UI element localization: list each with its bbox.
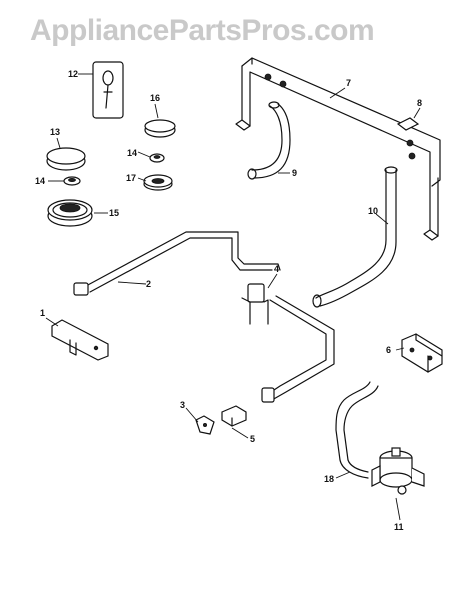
callout-12: 12 (68, 69, 78, 79)
part-1-plate[interactable] (51, 319, 109, 361)
part-7-bracket[interactable] (235, 57, 441, 241)
callout-10: 10 (368, 206, 378, 216)
part-9-tube[interactable] (247, 101, 291, 180)
part-13-burner-cap[interactable] (46, 147, 86, 171)
callout-17: 17 (126, 173, 136, 183)
watermark-text: AppliancePartsPros.com (30, 14, 374, 47)
part-14-ring-upper[interactable] (149, 153, 165, 163)
callout-14-lower: 14 (35, 176, 45, 186)
callout-8: 8 (417, 98, 422, 108)
part-17-burner-head[interactable] (143, 174, 173, 191)
callout-9: 9 (292, 168, 297, 178)
part-16-burner-cap[interactable] (144, 119, 176, 138)
part-11-regulator[interactable] (371, 447, 425, 495)
part-14-ring-lower[interactable] (63, 176, 81, 186)
callout-5: 5 (250, 434, 255, 444)
callout-14-upper: 14 (127, 148, 137, 158)
leader-lines (45, 73, 421, 521)
callout-16: 16 (150, 93, 160, 103)
callout-18: 18 (324, 474, 334, 484)
callout-4: 4 (274, 264, 279, 274)
part-10-tube[interactable] (312, 166, 398, 308)
part-8-grommet[interactable] (396, 117, 420, 131)
callout-1: 1 (40, 308, 45, 318)
part-18-hose[interactable] (335, 381, 379, 479)
part-15-burner-base[interactable] (47, 199, 93, 227)
callout-15: 15 (109, 208, 119, 218)
callout-13: 13 (50, 127, 60, 137)
part-2-tube-assembly[interactable] (73, 231, 335, 403)
callout-3: 3 (180, 400, 185, 410)
part-12-electrode[interactable] (92, 61, 124, 119)
part-5-connector[interactable] (221, 405, 247, 427)
callout-11: 11 (394, 522, 404, 532)
part-4-clamp[interactable] (241, 283, 269, 325)
callout-2: 2 (146, 279, 151, 289)
callout-7: 7 (346, 78, 351, 88)
part-3-clip[interactable] (195, 415, 215, 435)
callout-6: 6 (386, 345, 391, 355)
part-6-switch[interactable] (401, 333, 443, 373)
